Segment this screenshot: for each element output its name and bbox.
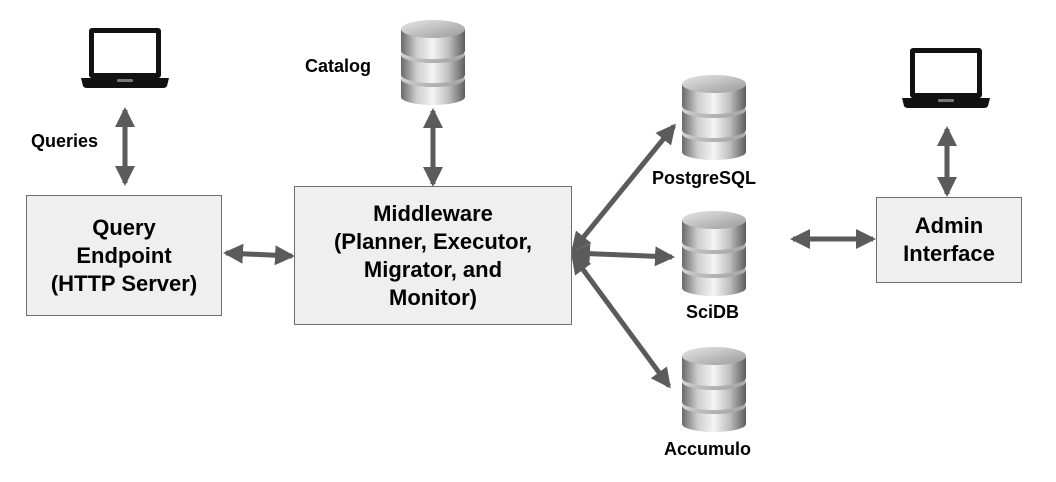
admin-laptop-icon <box>902 48 990 108</box>
arrow-middleware-scidb <box>570 243 675 267</box>
postgresql-database-icon <box>682 75 746 160</box>
accumulo-database-icon <box>682 347 746 432</box>
middleware-label: Middleware (Planner, Executor, Migrator,… <box>333 200 533 310</box>
scidb-label: SciDB <box>686 302 740 322</box>
arrow-middleware-postgresql <box>571 123 676 253</box>
client-laptop-icon <box>81 28 169 88</box>
query-endpoint-label: Query Endpoint (HTTP Server) <box>50 214 198 296</box>
arrow-middleware-accumulo <box>570 253 672 389</box>
arrow-query-endpoint-middleware <box>223 243 295 266</box>
queries-label: Queries <box>31 131 99 151</box>
admin-interface-box: Admin Interface <box>876 197 1022 283</box>
query-endpoint-box: Query Endpoint (HTTP Server) <box>26 195 222 316</box>
catalog-label: Catalog <box>305 56 372 76</box>
postgresql-label: PostgreSQL <box>652 168 757 188</box>
admin-interface-label: Admin Interface <box>903 213 995 266</box>
middleware-box: Middleware (Planner, Executor, Migrator,… <box>294 186 572 325</box>
accumulo-label: Accumulo <box>664 439 752 459</box>
catalog-database-icon <box>401 20 465 105</box>
scidb-database-icon <box>682 211 746 296</box>
